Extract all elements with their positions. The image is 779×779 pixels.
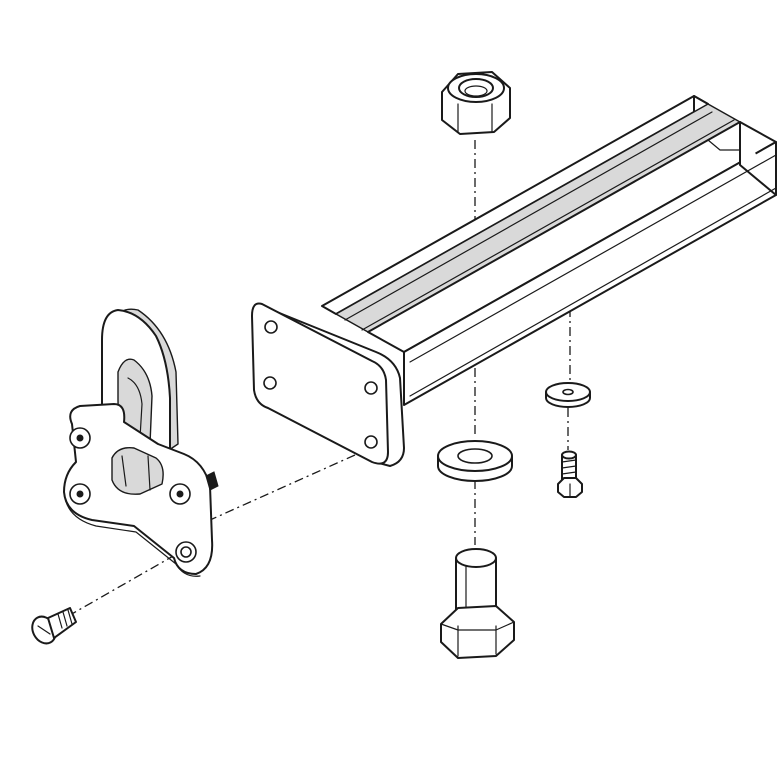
hinge-bracket xyxy=(63,308,219,577)
bracket-hole-center xyxy=(76,434,84,442)
plate-hole xyxy=(364,435,378,449)
plate-hole xyxy=(264,320,278,334)
bracket-hole-center xyxy=(176,490,184,498)
lock-nut xyxy=(441,71,511,135)
mounting-plate xyxy=(251,302,405,467)
small-washer xyxy=(545,382,591,408)
large-washer xyxy=(437,440,513,482)
plate-hole xyxy=(364,381,378,395)
bracket-hole-inner xyxy=(180,546,192,558)
hex-bolt xyxy=(440,548,515,659)
channel-arm xyxy=(321,95,777,406)
plate-hole xyxy=(263,376,277,390)
small-bolt xyxy=(557,450,583,498)
bracket-hole-center xyxy=(76,490,84,498)
flat-head-screw xyxy=(31,607,77,645)
